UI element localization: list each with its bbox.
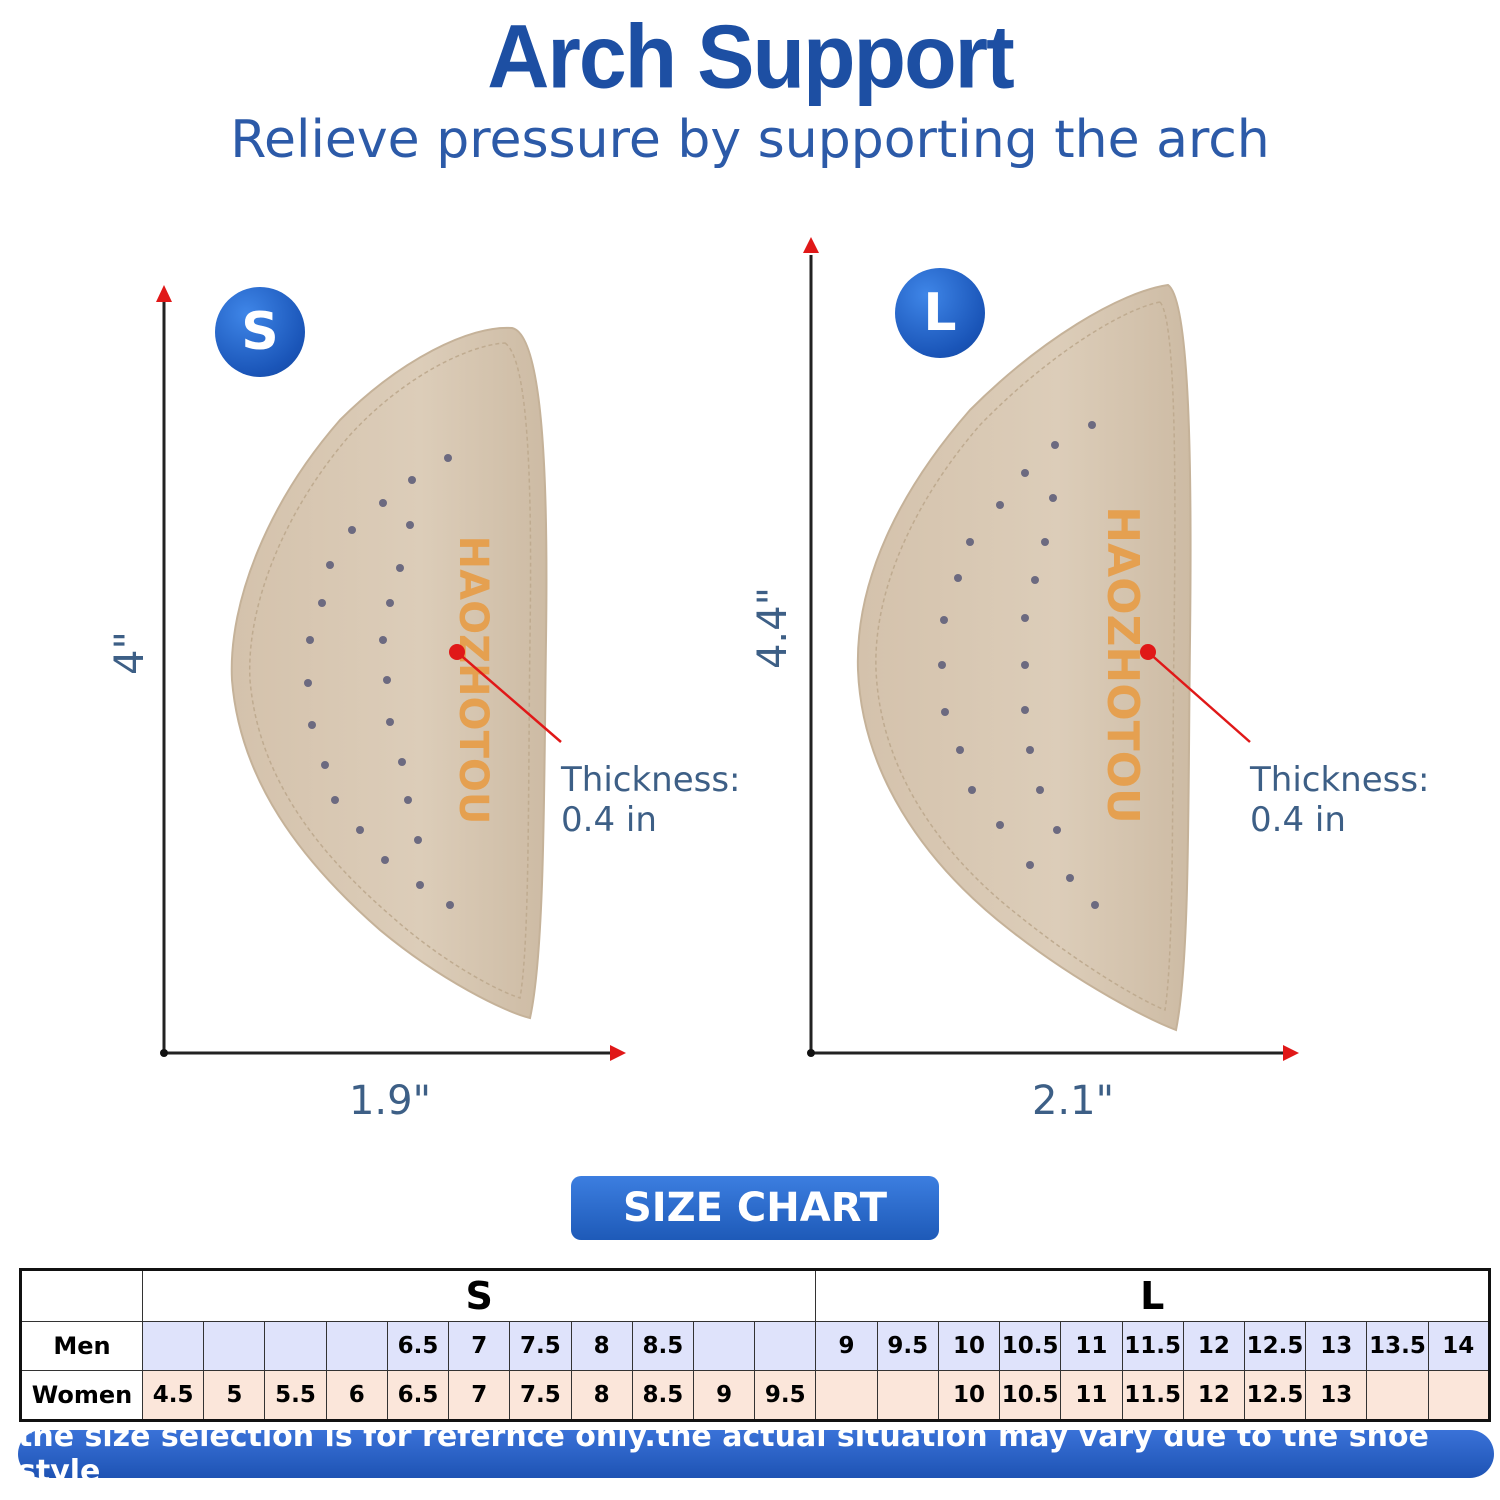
women-size-cell: 5.5 <box>264 1370 327 1421</box>
l-thickness-value: 0.4 in <box>1250 800 1346 840</box>
women-size-cell: 11.5 <box>1121 1370 1184 1421</box>
s-arch-insole: HAOZHOTOU <box>230 326 562 1020</box>
product-illustration: HAOZHOTOU HAOZHOTOU <box>156 237 1299 1061</box>
men-size-cell: 7 <box>448 1321 511 1371</box>
l-height-label: 4.4" <box>750 587 796 670</box>
women-size-cell: 7.5 <box>509 1370 572 1421</box>
women-size-cell: 11 <box>1060 1370 1123 1421</box>
women-size-cell: 9 <box>692 1370 756 1421</box>
women-size-cell <box>815 1370 878 1421</box>
row-label-men: Men <box>20 1321 143 1371</box>
group-header-l: L <box>815 1269 1490 1322</box>
men-size-cell <box>754 1321 817 1371</box>
page-title: Arch Support <box>487 6 1014 108</box>
women-size-cell: 10 <box>937 1370 1001 1421</box>
men-size-cell: 10.5 <box>999 1321 1062 1371</box>
men-size-cell: 8.5 <box>631 1321 694 1371</box>
men-size-cell: 11.5 <box>1121 1321 1184 1371</box>
men-size-cell: 9 <box>815 1321 878 1371</box>
men-size-cell <box>692 1321 756 1371</box>
s-dimension-axes <box>156 285 626 1061</box>
s-thickness-value: 0.4 in <box>561 800 657 840</box>
men-size-cell <box>203 1321 266 1371</box>
women-size-cell: 8.5 <box>631 1370 694 1421</box>
l-arch-insole: HAOZHOTOU <box>856 283 1251 1032</box>
l-dimension-axes <box>803 237 1299 1061</box>
women-size-cell: 12 <box>1182 1370 1245 1421</box>
page-subtitle: Relieve pressure by supporting the arch <box>230 110 1270 170</box>
men-size-cell: 10 <box>937 1321 1001 1371</box>
men-size-cell: 11 <box>1060 1321 1123 1371</box>
men-size-cell: 9.5 <box>876 1321 939 1371</box>
men-size-cell: 12.5 <box>1243 1321 1307 1371</box>
men-size-cell: 7.5 <box>509 1321 572 1371</box>
l-thickness-label: Thickness: <box>1250 760 1430 800</box>
women-size-cell: 6 <box>325 1370 388 1421</box>
women-size-cell: 8 <box>570 1370 633 1421</box>
s-thickness-label: Thickness: <box>561 760 741 800</box>
women-size-cell: 12.5 <box>1243 1370 1307 1421</box>
men-size-cell: 12 <box>1182 1321 1245 1371</box>
size-chart-heading: SIZE CHART <box>571 1176 939 1240</box>
women-size-cell: 10.5 <box>999 1370 1062 1421</box>
men-size-cell: 13.5 <box>1366 1321 1429 1371</box>
s-width-label: 1.9" <box>348 1078 431 1124</box>
men-size-cell: 14 <box>1427 1321 1491 1371</box>
women-size-cell: 13 <box>1305 1370 1368 1421</box>
women-size-cell <box>1366 1370 1429 1421</box>
women-size-cell: 4.5 <box>141 1370 205 1421</box>
size-badge-s: S <box>215 287 305 377</box>
women-size-cell: 5 <box>203 1370 266 1421</box>
s-height-label: 4" <box>107 631 153 675</box>
group-header-s: S <box>141 1269 817 1322</box>
men-size-cell <box>264 1321 327 1371</box>
men-size-cell <box>141 1321 205 1371</box>
men-size-cell: 6.5 <box>386 1321 450 1371</box>
l-thickness-callout: Thickness: 0.4 in <box>1250 760 1430 840</box>
men-size-cell: 13 <box>1305 1321 1368 1371</box>
l-brand-print: HAOZHOTOU <box>1097 506 1148 824</box>
l-width-label: 2.1" <box>1031 1078 1114 1124</box>
table-corner-cell <box>20 1269 143 1322</box>
row-label-women: Women <box>20 1370 143 1421</box>
size-badge-l: L <box>895 268 985 358</box>
s-thickness-callout: Thickness: 0.4 in <box>561 760 741 840</box>
men-size-cell: 8 <box>570 1321 633 1371</box>
women-size-cell: 7 <box>448 1370 511 1421</box>
men-size-cell <box>325 1321 388 1371</box>
size-disclaimer-banner: the size selection is for refernce only.… <box>18 1419 1494 1489</box>
women-size-cell: 6.5 <box>386 1370 450 1421</box>
women-size-cell <box>1427 1370 1491 1421</box>
women-size-cell: 9.5 <box>754 1370 817 1421</box>
women-size-cell <box>876 1370 939 1421</box>
